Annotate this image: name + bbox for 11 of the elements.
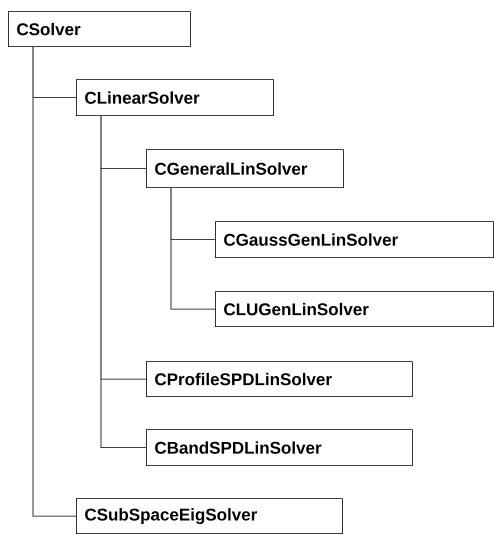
class-box: CLUGenLinSolver: [215, 291, 494, 327]
tree-connector: [100, 116, 146, 448]
class-box: CSubSpaceEigSolver: [76, 498, 343, 534]
tree-connector: [32, 46, 76, 516]
class-box: CLinearSolver: [76, 79, 274, 116]
class-box: CGaussGenLinSolver: [215, 221, 494, 258]
class-box: CProfileSPDLinSolver: [146, 361, 413, 397]
class-box: CGeneralLinSolver: [146, 149, 344, 188]
tree-connector: [170, 188, 216, 310]
class-box: CSolver: [8, 11, 191, 47]
class-box: CBandSPDLinSolver: [146, 429, 413, 466]
